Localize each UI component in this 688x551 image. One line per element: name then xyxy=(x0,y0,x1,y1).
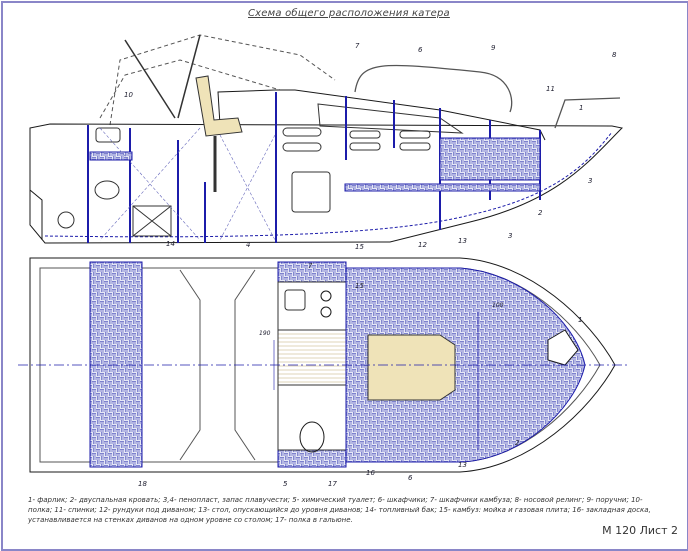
label-1-plan: 1 xyxy=(578,316,582,324)
label-6: 6 xyxy=(418,46,423,54)
label-3b: 3 xyxy=(508,232,512,240)
label-15-plan: 15 xyxy=(355,282,364,290)
label-10: 10 xyxy=(124,91,133,99)
label-1: 1 xyxy=(579,104,583,112)
label-13: 13 xyxy=(458,237,467,245)
label-2-plan: 2 xyxy=(515,439,520,447)
label-11: 11 xyxy=(546,85,555,93)
label-7: 7 xyxy=(355,42,360,50)
sheet-stamp: М 120 Лист 2 xyxy=(602,524,678,537)
label-14: 14 xyxy=(166,240,175,248)
label-12: 12 xyxy=(418,241,427,249)
label-6-plan: 6 xyxy=(408,474,413,482)
side-view xyxy=(29,34,624,244)
label-13-plan: 13 xyxy=(458,461,467,469)
label-3: 3 xyxy=(588,177,592,185)
label-9: 9 xyxy=(491,44,496,52)
legend-text: 1- фарлик; 2- двуспальная кровать; 3,4- … xyxy=(28,496,651,524)
label-8: 8 xyxy=(612,51,617,59)
plan-view xyxy=(18,257,630,473)
side-view-labels: 10 7 6 9 8 11 1 3 2 3 13 12 15 4 14 xyxy=(124,42,617,251)
dimension-100: 100 xyxy=(492,302,504,309)
label-15: 15 xyxy=(355,243,364,251)
label-17: 17 xyxy=(328,480,337,488)
label-7-plan: 7 xyxy=(308,262,313,270)
label-18: 18 xyxy=(138,480,147,488)
label-2: 2 xyxy=(538,209,543,217)
plan-view-labels: 7 15 1 2 13 16 17 5 18 6 100 190 xyxy=(138,262,582,488)
label-5: 5 xyxy=(283,480,288,488)
label-16: 16 xyxy=(366,469,375,477)
label-4: 4 xyxy=(246,241,250,249)
dimension-190: 190 xyxy=(259,330,271,337)
drawing-title: Схема общего расположения катера xyxy=(248,8,450,19)
